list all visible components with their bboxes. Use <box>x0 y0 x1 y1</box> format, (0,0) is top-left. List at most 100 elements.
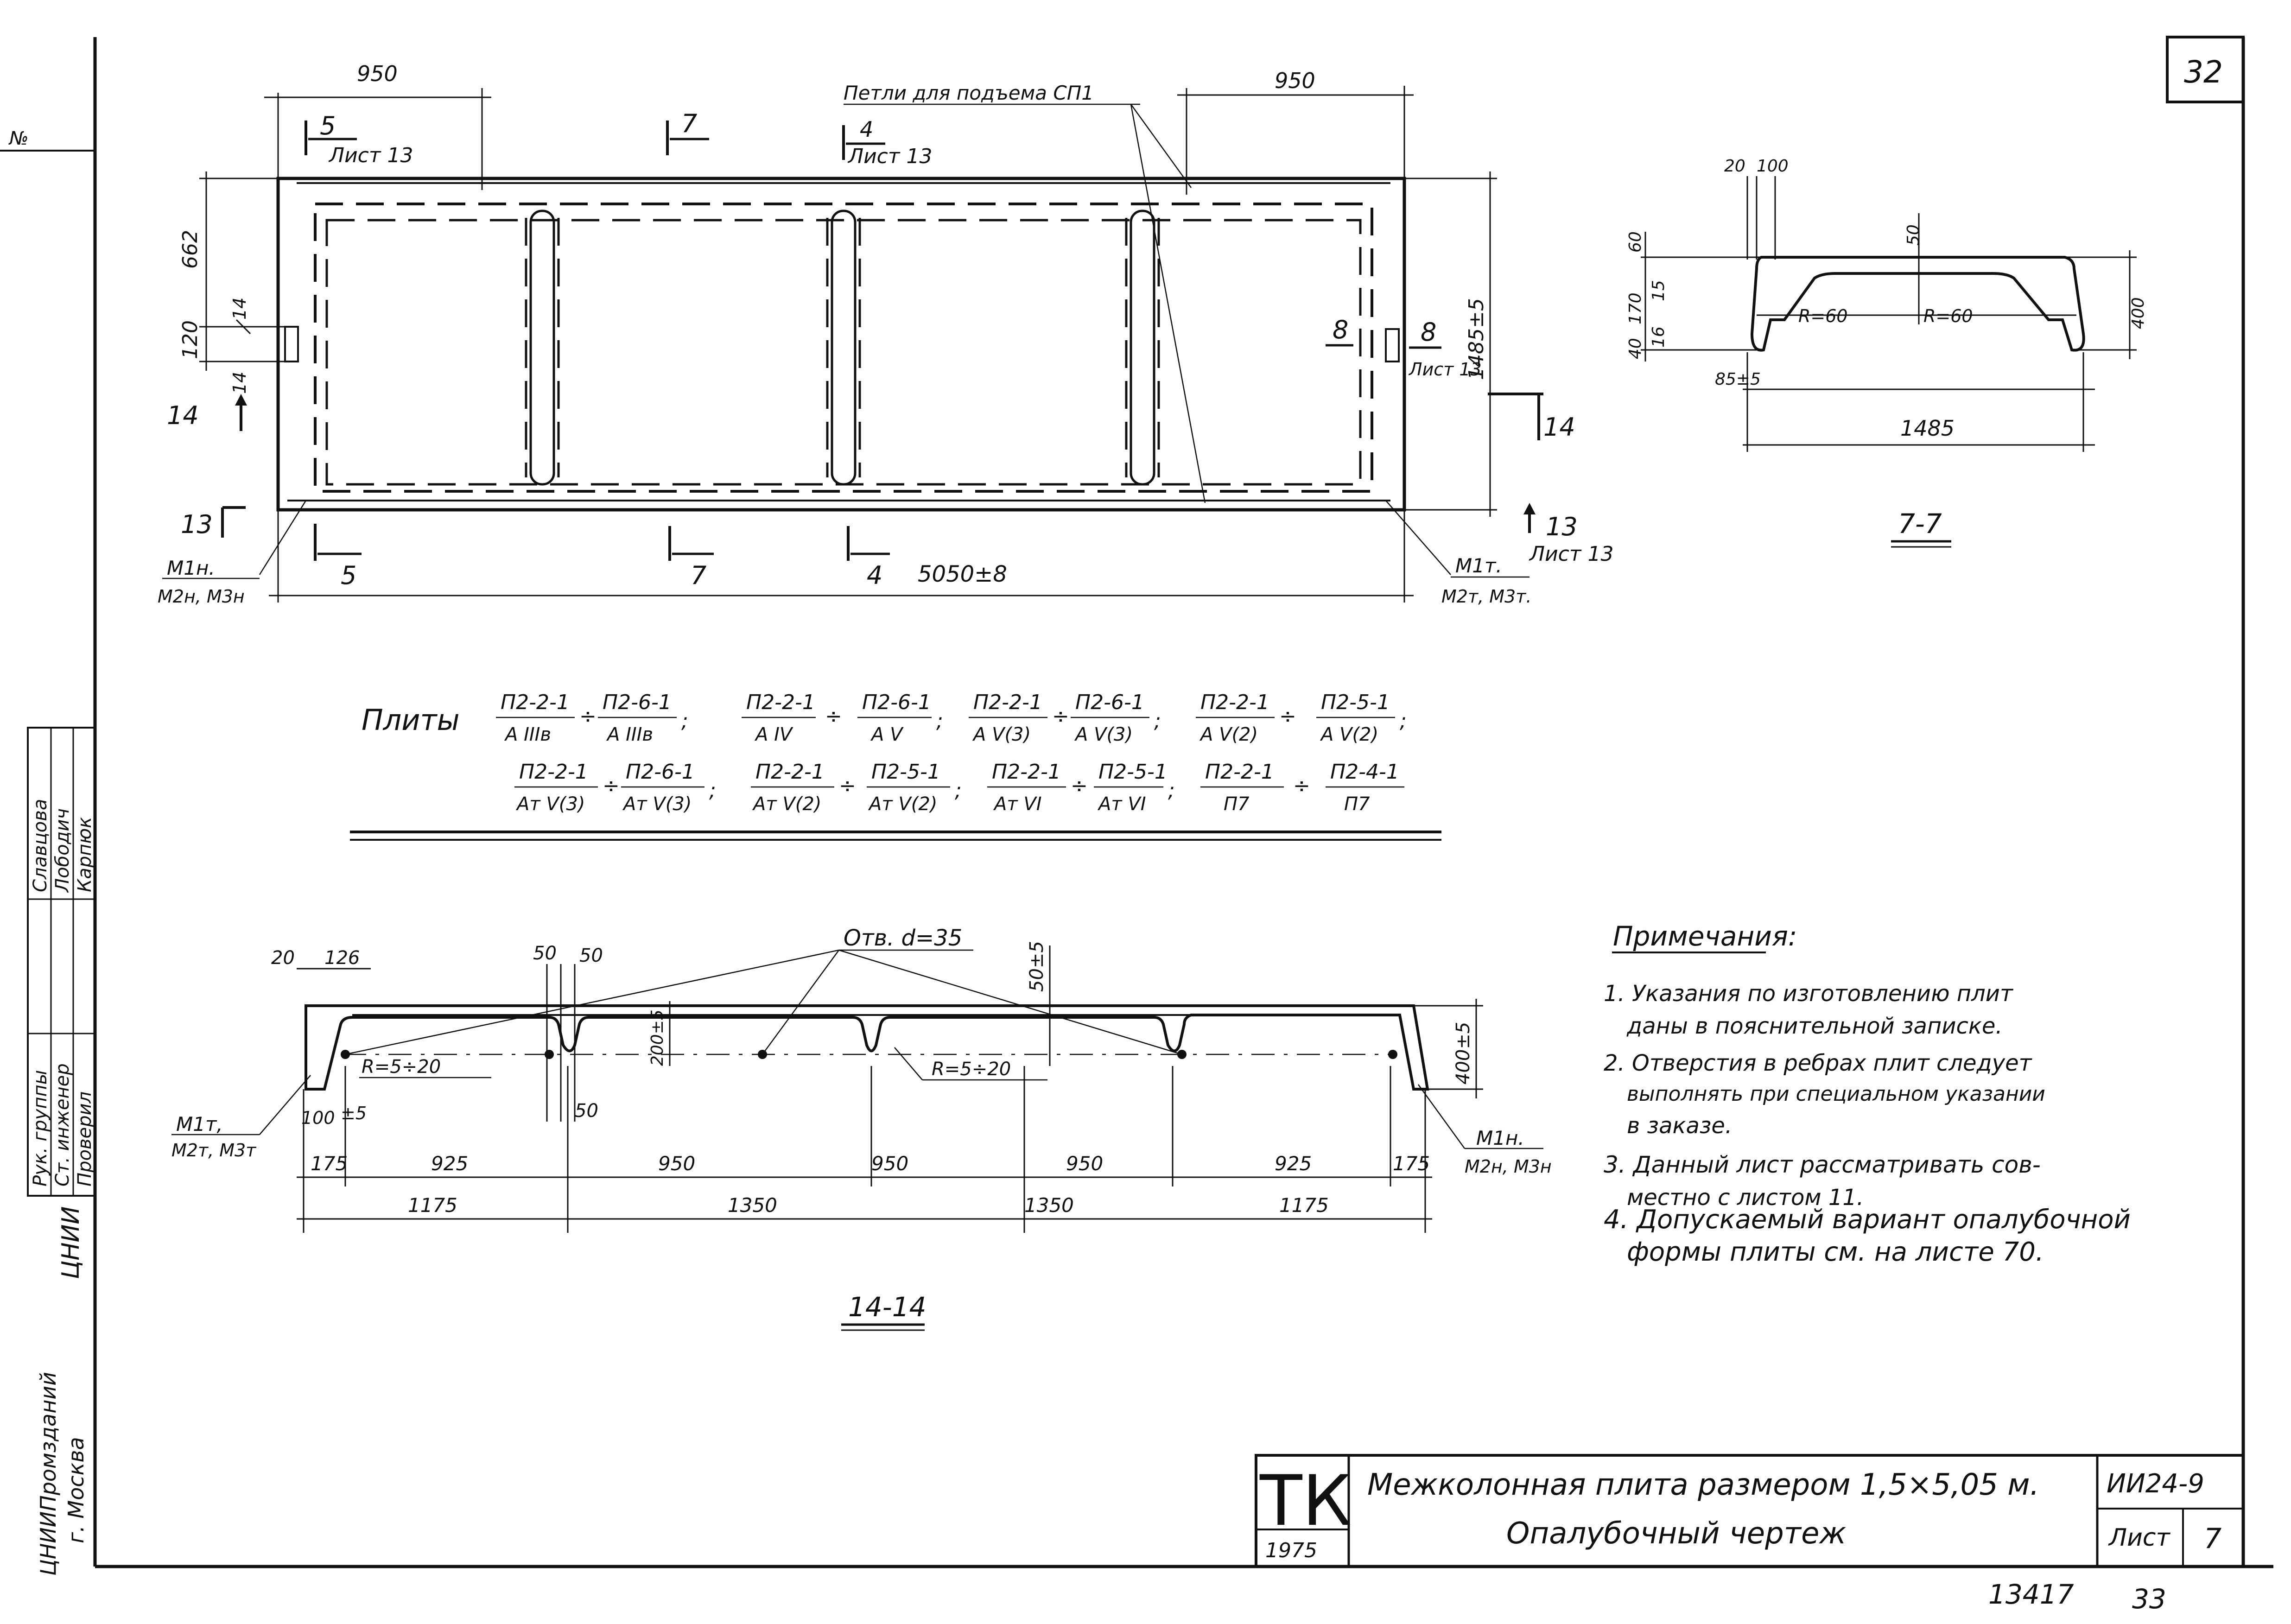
svg-text:;: ; <box>681 709 688 733</box>
s77-d60: 60 <box>1626 231 1645 253</box>
svg-text:П2-6-1: П2-6-1 <box>603 691 672 714</box>
title-line-2: Опалубочный чертеж <box>1506 1516 1846 1551</box>
org-line: ЦНИИПромзданий <box>36 1372 61 1576</box>
role-2: Ст. инженер <box>52 1063 73 1186</box>
plates-row-2: П2-2-1 Ат V(3) ÷ П2-6-1 Ат V(3) ; П2-2-1… <box>514 760 1404 815</box>
svg-text:÷: ÷ <box>825 704 842 728</box>
svg-text:Лист 13: Лист 13 <box>847 145 932 168</box>
s14-d50b: 50 <box>579 945 603 966</box>
cut-14-left: 14 <box>167 394 247 431</box>
s77-d20: 20 <box>1724 157 1745 176</box>
s77-d170: 170 <box>1626 292 1645 324</box>
svg-text:П2-2-1: П2-2-1 <box>992 760 1061 784</box>
s14-m1t: М1т, <box>176 1113 223 1136</box>
svg-text:÷: ÷ <box>839 774 856 798</box>
s77-r60b: R=60 <box>1923 306 1973 326</box>
svg-text:1350: 1350 <box>1024 1194 1074 1217</box>
s14-m1n: М1н. <box>1476 1127 1524 1149</box>
svg-text:;: ; <box>936 709 943 733</box>
svg-text:÷: ÷ <box>1293 774 1310 798</box>
city: г. Москва <box>63 1437 89 1543</box>
s77-d100: 100 <box>1757 157 1789 176</box>
svg-text:;: ; <box>1400 709 1407 733</box>
svg-text:Ат V(2): Ат V(2) <box>752 793 821 815</box>
cut-13-left: 13 <box>181 506 246 539</box>
s14-m2t-m3t: М2т, М3т <box>171 1140 257 1161</box>
s77-title: 7-7 <box>1898 508 1942 539</box>
cut-4-bottom: 4 <box>847 526 890 590</box>
s77-d16: 16 <box>1649 326 1668 348</box>
dim-14-a: 14 <box>229 298 250 320</box>
dim-14-b: 14 <box>229 372 250 394</box>
svg-text:А IV: А IV <box>754 724 793 745</box>
svg-text:П2-5-1: П2-5-1 <box>1321 691 1390 714</box>
svg-text:÷: ÷ <box>579 704 597 728</box>
plan-ribs <box>525 209 1160 486</box>
s14-holes: Отв. d=35 <box>844 925 962 951</box>
page-number: 33 <box>2132 1583 2166 1615</box>
svg-text:А V(2): А V(2) <box>1320 724 1378 745</box>
note-line-1: 1. Указания по изготовлению плит <box>1604 981 2014 1007</box>
svg-text:13: 13 <box>181 510 213 539</box>
svg-text:П2-2-1: П2-2-1 <box>501 691 570 714</box>
svg-text:7: 7 <box>681 109 697 138</box>
svg-text:÷: ÷ <box>603 774 620 798</box>
plates-list: Плиты П2-2-1 А IIIв ÷ П2-6-1 А IIIв ; П2… <box>350 691 1441 841</box>
dim-left-950: 950 <box>357 61 398 86</box>
s14-title: 14-14 <box>848 1291 927 1323</box>
svg-text:П2-2-1: П2-2-1 <box>1200 691 1269 714</box>
svg-text:925: 925 <box>1275 1152 1312 1175</box>
name-3: Карпюк <box>74 817 95 892</box>
svg-text:А V(2): А V(2) <box>1199 724 1258 745</box>
cut-13-right: 13 Лист 13 <box>1523 503 1613 566</box>
svg-text:П2-2-1: П2-2-1 <box>519 760 588 784</box>
plates-row-1: П2-2-1 А IIIв ÷ П2-6-1 А IIIв ; П2-2-1 А… <box>496 691 1407 745</box>
sheet-number-box: 32 <box>2166 36 2245 103</box>
svg-text:950: 950 <box>658 1152 695 1175</box>
svg-text:П2-2-1: П2-2-1 <box>973 691 1042 714</box>
s14-d5: ±5 <box>341 1103 367 1123</box>
s14-r-left: R=5÷20 <box>362 1056 441 1078</box>
svg-text:;: ; <box>1154 709 1161 733</box>
svg-text:П2-4-1: П2-4-1 <box>1330 760 1399 784</box>
svg-text:1175: 1175 <box>1279 1194 1329 1217</box>
svg-text:П2-2-1: П2-2-1 <box>1205 760 1274 784</box>
left-strip: № Рук. группы Ст. инженер Проверил Славц… <box>0 128 96 1576</box>
plates-prefix: Плиты <box>362 703 460 737</box>
s14-dim-row-1: 175 925 950 950 950 925 175 <box>311 1152 1430 1175</box>
svg-text:4: 4 <box>860 117 873 142</box>
svg-text:А IIIв: А IIIв <box>504 724 551 745</box>
s77-d50: 50 <box>1904 224 1923 246</box>
svg-text:175: 175 <box>1393 1152 1430 1175</box>
name-2: Лободич <box>52 808 73 893</box>
title-line-1: Межколонная плита размером 1,5×5,05 м. <box>1367 1468 2039 1502</box>
svg-text:;: ; <box>955 779 962 802</box>
section-7-7: 20 100 50 60 15 170 16 40 R=60 R=60 400 … <box>1626 157 2148 548</box>
archive-number: 13417 <box>1988 1579 2074 1610</box>
role-3: Проверил <box>74 1091 95 1186</box>
sheet-number: 32 <box>2184 54 2223 90</box>
notes: Примечания: 1. Указания по изготовлению … <box>1604 920 2131 1267</box>
cut-7-top: 7 <box>666 109 709 155</box>
svg-text:П2-2-1: П2-2-1 <box>755 760 825 784</box>
svg-text:÷: ÷ <box>1052 704 1069 728</box>
dim-right-950: 950 <box>1275 68 1315 93</box>
svg-text:7: 7 <box>691 561 706 590</box>
svg-text:1175: 1175 <box>408 1194 457 1217</box>
s14-d50c: 50 <box>575 1100 598 1122</box>
note-line-5: в заказе. <box>1627 1113 1732 1139</box>
svg-text:П2-6-1: П2-6-1 <box>626 760 695 784</box>
svg-text:4: 4 <box>867 561 882 590</box>
tk-logo: ТК <box>1259 1461 1352 1542</box>
svg-text:8: 8 <box>1421 317 1436 347</box>
note-line-8: 4. Допускаемый вариант опалубочной <box>1604 1205 2131 1235</box>
cut-5-top: 5 Лист 13 <box>305 111 413 167</box>
s14-d126: 126 <box>324 947 360 969</box>
svg-text:П2-2-1: П2-2-1 <box>746 691 815 714</box>
svg-text:П7: П7 <box>1344 793 1370 815</box>
dim-120: 120 <box>178 320 202 359</box>
sheet-value: 7 <box>2204 1522 2221 1555</box>
svg-text:Ат VI: Ат VI <box>993 793 1042 815</box>
svg-text:А V: А V <box>870 724 904 745</box>
note-line-3: 2. Отверстия в ребрах плит следует <box>1604 1050 2033 1076</box>
